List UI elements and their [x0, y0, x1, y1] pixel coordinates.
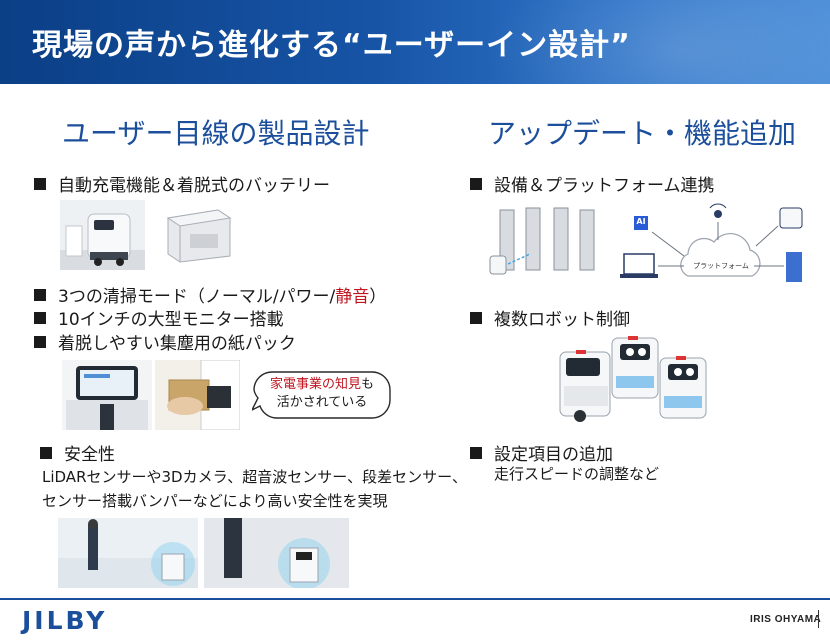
settings-text: 設定項目の追加	[494, 445, 613, 465]
safety-photo-2	[204, 518, 349, 588]
safety-line-2: センサー搭載バンパーなどにより高い安全性を実現	[42, 492, 388, 510]
bullet-square-icon	[470, 446, 482, 459]
paper-pack-text: 着脱しやすい集塵用の紙パック	[58, 334, 296, 354]
platform-label: プラットフォーム	[693, 262, 749, 270]
bubble-line-2: 活かされている	[276, 395, 368, 410]
bullet-monitor: 10インチの大型モニター搭載	[34, 305, 284, 330]
bullet-square-icon	[34, 311, 46, 324]
battery-image	[160, 200, 235, 265]
bullet-square-icon	[470, 311, 482, 324]
left-section-title: ユーザー目線の製品設計	[62, 117, 370, 150]
footer-separator	[818, 610, 819, 628]
slide-title: 現場の声から進化する“ユーザーイン設計”	[32, 28, 631, 63]
bubble-suffix: も	[361, 377, 375, 392]
speech-bubble: 家電事業の知見も 活かされている	[252, 370, 392, 420]
cleaning-modes-text: 3つの清掃モード（ノーマル/パワー/	[58, 287, 336, 307]
bullet-square-icon	[34, 177, 46, 190]
bullet-battery: 自動充電機能＆着脱式のバッテリー	[34, 171, 330, 196]
settings-subtext: 走行スピードの調整など	[494, 465, 660, 483]
bullet-paper-pack: 着脱しやすい集塵用の紙パック	[34, 329, 296, 354]
iris-ohyama-logo: IRIS OHYAMA	[750, 614, 822, 625]
monitor-image	[62, 360, 152, 430]
bullet-battery-text: 自動充電機能＆着脱式のバッテリー	[58, 176, 330, 196]
right-section-title: アップデート・機能追加	[488, 117, 797, 150]
safety-title: 安全性	[64, 445, 115, 465]
platform-diagram: AI プラットフォーム	[470, 198, 810, 288]
bullet-settings: 設定項目の追加	[470, 440, 613, 465]
ai-icon: AI	[636, 217, 646, 226]
bullet-square-icon	[40, 446, 52, 459]
bullet-square-icon	[34, 288, 46, 301]
paper-pack-image	[155, 360, 240, 430]
cleaning-modes-close: ）	[369, 287, 387, 307]
bubble-line-1: 家電事業の知見も	[252, 376, 392, 394]
platform-text: 設備＆プラットフォーム連携	[494, 176, 715, 196]
robot-charging-image	[60, 200, 145, 270]
bullet-cleaning-modes: 3つの清掃モード（ノーマル/パワー/静音）	[34, 282, 386, 307]
bubble-highlight: 家電事業の知見	[269, 377, 361, 392]
monitor-text: 10インチの大型モニター搭載	[58, 310, 284, 330]
bullet-square-icon	[470, 177, 482, 190]
header-banner: 現場の声から進化する“ユーザーイン設計”	[0, 0, 830, 84]
header-shine	[470, 0, 830, 84]
bullet-square-icon	[34, 335, 46, 348]
bullet-platform: 設備＆プラットフォーム連携	[470, 171, 715, 196]
multi-robot-image	[550, 330, 720, 430]
footer-divider	[0, 598, 830, 600]
jilby-logo: JILBY	[22, 606, 108, 635]
safety-photo-1	[58, 518, 198, 588]
bullet-safety: 安全性	[40, 440, 115, 465]
safety-line-1: LiDARセンサーや3Dカメラ、超音波センサー、段差センサー、	[42, 468, 467, 486]
multi-robot-text: 複数ロボット制御	[494, 310, 630, 330]
bullet-multi-robot: 複数ロボット制御	[470, 305, 630, 330]
silent-mode-text: 静音	[335, 287, 370, 307]
